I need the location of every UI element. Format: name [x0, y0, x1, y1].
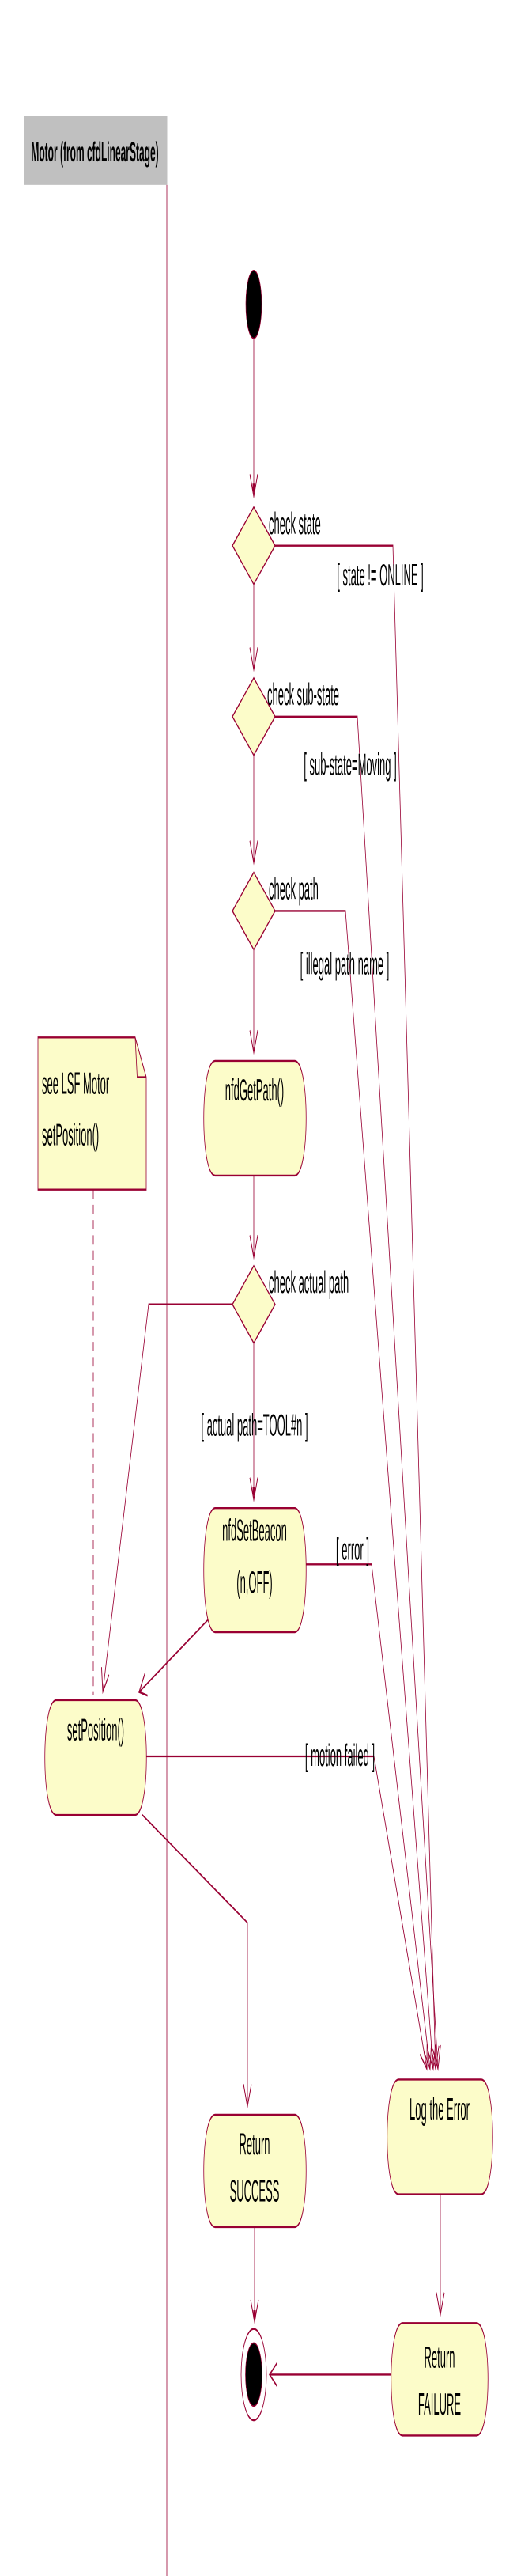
- transition-error-to-log-error: [306, 1563, 432, 2071]
- guard-substate-moving: [ sub-state=Moving ]: [304, 748, 396, 782]
- decision-label-check-state: check state: [269, 507, 321, 541]
- decision-label-check-path: check path: [269, 873, 319, 907]
- activity-label-nfdsetbeacon-line2: (n,OFF): [236, 1566, 272, 1600]
- guard-error: [ error ]: [336, 1533, 369, 1567]
- arrow-tip-square: [252, 1487, 255, 1495]
- arrow-tip-square: [252, 483, 255, 492]
- activity-label-return-failure-line1: Return: [424, 2341, 455, 2375]
- transition-state-not-online-to-log-error: [275, 544, 440, 2072]
- activity-nfdgetpath: [203, 1059, 307, 1177]
- note-text-line2: setPosition(): [42, 1119, 99, 1153]
- note-text-line1: see LSF Motor: [42, 1067, 109, 1101]
- note-fold-corner: [134, 1037, 146, 1078]
- note-box: [37, 1036, 147, 1191]
- activity-log-the-error: [387, 2078, 493, 2195]
- transition-illegal-path-to-log-error: [275, 910, 436, 2071]
- activity-label-nfdgetpath: nfdGetPath(): [225, 1074, 284, 1108]
- activity-setposition: [44, 1699, 147, 1816]
- decision-check-sub-state: [232, 676, 276, 756]
- guard-actual-path-tool-n: [ actual path=TOOL#n ]: [201, 1409, 308, 1443]
- activity-label-return-success-line1: Return: [239, 2128, 270, 2162]
- guard-state-not-online: [ state != ONLINE ]: [337, 559, 423, 593]
- swimlane-title: Motor (from cfdLinearStage): [31, 136, 158, 168]
- transition-setposition-to-return-success: [142, 1813, 252, 2109]
- activity-label-return-failure-line2: FAILURE: [418, 2388, 461, 2422]
- swimlane-header: [24, 116, 168, 185]
- transition-substate-moving-to-log-error: [275, 715, 441, 2071]
- activity-return-success: [203, 2113, 307, 2229]
- activity-return-failure: [391, 2322, 489, 2437]
- activity-label-log-the-error: Log the Error: [409, 2093, 470, 2127]
- activity-nfdsetbeacon: [203, 1507, 307, 1634]
- guard-motion-failed: [ motion failed ]: [305, 1739, 375, 1773]
- transition-motion-failed-to-log-error: [146, 1755, 428, 2071]
- transition-setbeacon-to-setposition: [138, 1617, 210, 1697]
- decision-label-check-actual-path: check actual path: [269, 1266, 349, 1300]
- decision-check-path: [232, 871, 276, 951]
- guard-illegal-path-name: [ illegal path name ]: [300, 948, 390, 982]
- transition-actual-path-else-to-setposition: [100, 1303, 232, 1695]
- activity-label-nfdsetbeacon-line1: nfdSetBeacon: [222, 1514, 287, 1548]
- arrow-tip-square: [253, 2310, 256, 2319]
- activity-label-return-success-line2: SUCCESS: [230, 2175, 280, 2209]
- decision-label-check-sub-state: check sub-state: [267, 678, 339, 712]
- decision-check-state: [232, 506, 276, 585]
- end-node: [245, 2342, 262, 2407]
- decision-check-actual-path: [232, 1264, 276, 1344]
- activity-label-setposition: setPosition(): [67, 1714, 124, 1748]
- start-node: [245, 269, 262, 339]
